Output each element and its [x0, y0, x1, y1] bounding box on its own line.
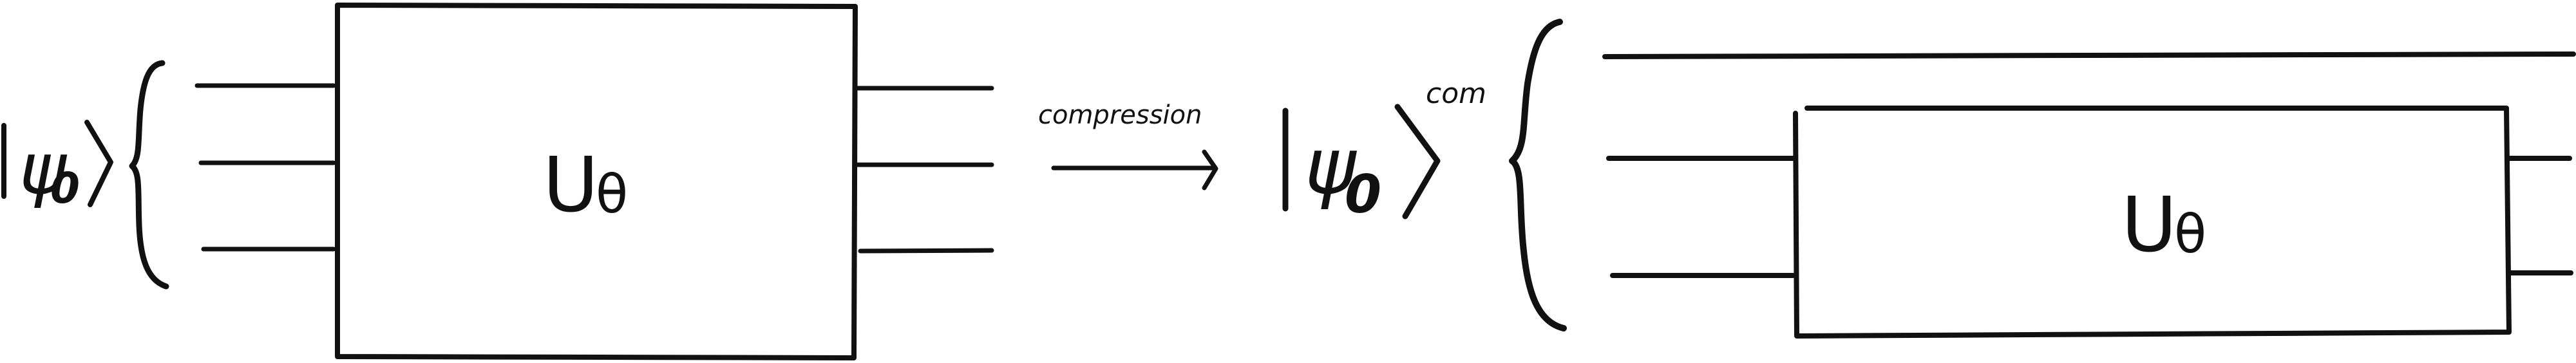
compression-label: compression: [1038, 100, 1202, 130]
left-gate-label: U: [543, 140, 598, 229]
right-gate-box: [1793, 106, 2512, 339]
right-input-wires: [1606, 156, 1795, 278]
left-input-state: ψ 0: [1, 60, 169, 290]
right-ket-subscript: 0: [1345, 164, 1381, 225]
right-ket-psi: ψ: [1305, 122, 1358, 212]
left-output-wire-3: [858, 248, 994, 254]
left-gate: U θ: [335, 3, 858, 360]
right-ket-superscript: com: [1426, 77, 1486, 110]
right-gate: U θ: [1793, 106, 2512, 339]
right-gate-subscript: θ: [2174, 204, 2206, 265]
compression-arrow: compression: [1038, 100, 1218, 191]
right-ket-angle: [1394, 104, 1441, 219]
right-input-state: ψ 0 com: [1282, 19, 1567, 331]
right-gate-label: U: [2121, 180, 2177, 269]
left-ket-angle: [84, 120, 113, 207]
left-gate-box: [335, 3, 858, 360]
right-top-wire: [1602, 51, 2576, 59]
left-brace: [129, 60, 169, 290]
left-output-wires: [855, 86, 994, 254]
right-output-wires: [2506, 156, 2573, 275]
left-gate-subscript: θ: [596, 164, 628, 225]
right-brace: [1509, 19, 1567, 331]
left-ket-subscript: 0: [50, 163, 80, 213]
left-input-wires: [194, 83, 336, 252]
arrow-head: [1202, 149, 1218, 191]
left-ket-psi: ψ: [19, 127, 68, 210]
